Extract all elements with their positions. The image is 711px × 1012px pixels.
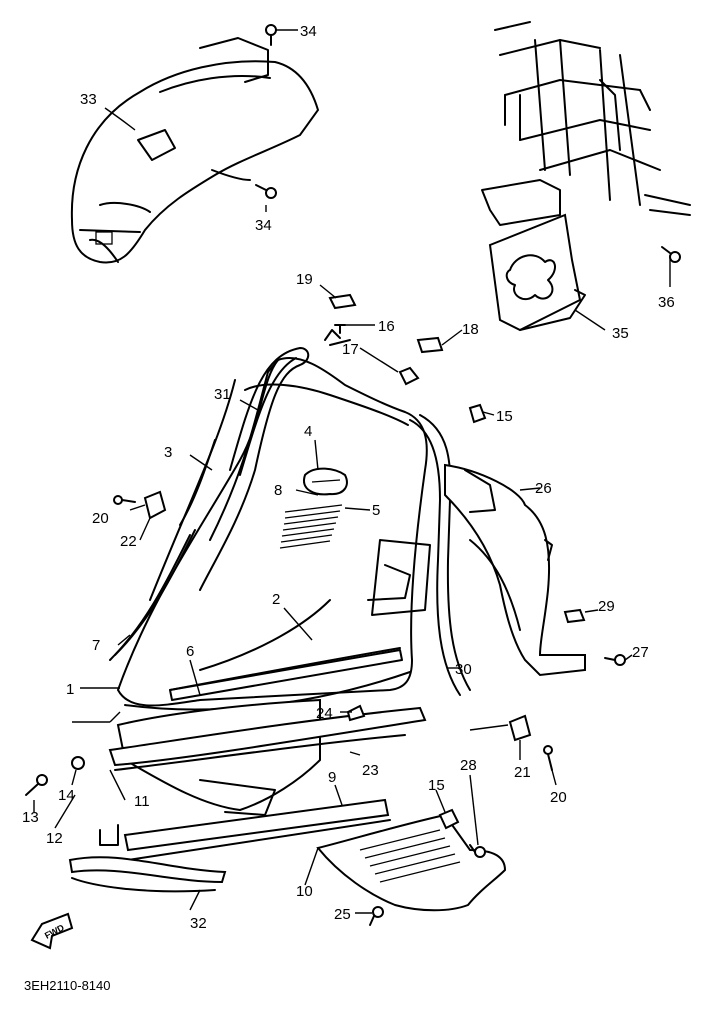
part-number-32: 32: [190, 915, 207, 932]
part-number-25: 25: [334, 906, 351, 923]
leg-shield: [109, 347, 471, 711]
footboard-ribs: [359, 829, 461, 883]
part-number-8: 8: [274, 482, 282, 499]
part-number-35: 35: [612, 325, 629, 342]
part-number-28: 28: [460, 757, 477, 774]
part-number-30: 30: [455, 661, 472, 678]
diagram-code: 3EH2110-8140: [24, 978, 111, 993]
part-number-7: 7: [92, 637, 100, 654]
vent-grille: [279, 504, 343, 549]
part-number-10: 10: [296, 883, 313, 900]
part-number-19: 19: [296, 271, 313, 288]
part-number-3: 3: [164, 444, 172, 461]
part-number-15-top: 15: [496, 408, 513, 425]
part-number-6: 6: [186, 643, 194, 660]
part-number-14: 14: [58, 787, 75, 804]
lower-covers: [68, 698, 507, 912]
bracket: [481, 179, 586, 332]
part-number-34-bottom: 34: [255, 217, 272, 234]
part-number-1: 1: [66, 681, 74, 698]
part-number-15-bottom: 15: [428, 777, 445, 794]
part-number-5: 5: [372, 502, 380, 519]
frame-section: [494, 21, 691, 216]
part-number-18: 18: [462, 321, 479, 338]
inner-fender: [444, 463, 586, 677]
rear-fender: [70, 37, 320, 264]
part-number-22: 22: [120, 533, 137, 550]
part-number-12: 12: [46, 830, 63, 847]
part-number-17: 17: [342, 341, 359, 358]
part-number-20-left: 20: [92, 510, 109, 527]
part-number-29: 29: [598, 598, 615, 615]
part-number-2: 2: [272, 591, 280, 608]
part-number-26: 26: [535, 480, 552, 497]
part-number-16: 16: [378, 318, 395, 335]
part-number-13: 13: [22, 809, 39, 826]
part-number-21: 21: [514, 764, 531, 781]
part-number-24: 24: [316, 705, 333, 722]
part-number-31: 31: [214, 386, 231, 403]
hardware: [25, 24, 681, 926]
part-number-34-top: 34: [300, 23, 317, 40]
part-number-23: 23: [362, 762, 379, 779]
part-number-36: 36: [658, 294, 675, 311]
part-number-20-right: 20: [550, 789, 567, 806]
part-number-27: 27: [632, 644, 649, 661]
part-number-9: 9: [328, 769, 336, 786]
part-number-33: 33: [80, 91, 97, 108]
part-number-4: 4: [304, 423, 312, 440]
leader-lines: [33, 29, 671, 914]
part-number-11: 11: [134, 793, 150, 810]
part-numbers: 33 34 34 36 35 19 16 17 18 15 31 3 4 8 5…: [22, 23, 675, 932]
forward-arrow-icon: FWD: [30, 912, 74, 950]
